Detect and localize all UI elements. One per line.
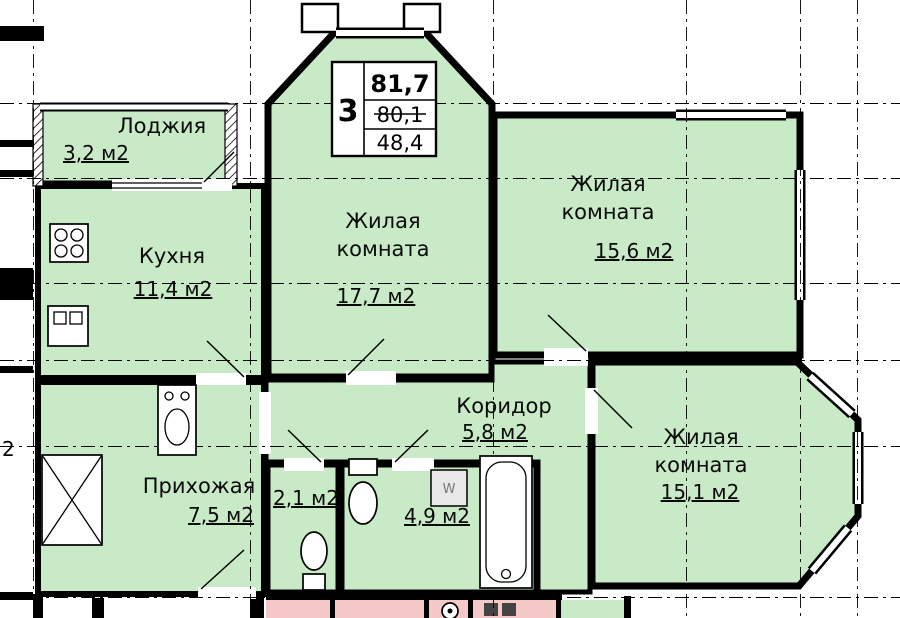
fixtures: W xyxy=(41,223,533,591)
bathtub-icon xyxy=(479,455,533,589)
label-hall-area: 7,5 м2 xyxy=(188,503,254,527)
label-hall-name: Прихожая xyxy=(143,474,255,498)
neighbor-sink-drain-icon xyxy=(447,608,453,614)
toilet-icon xyxy=(300,531,328,591)
hatched-wall xyxy=(224,103,238,187)
label-loggia-area: 3,2 м2 xyxy=(63,141,129,165)
label-living-top-name1: Жилая xyxy=(345,209,420,233)
neighbor-stove-icon xyxy=(484,603,498,616)
label-loggia-name: Лоджия xyxy=(118,114,206,138)
neighbor-room-pink xyxy=(266,600,562,618)
label-living-bottom-area: 15,1 м2 xyxy=(661,480,740,504)
label-bathroom-area: 4,9 м2 xyxy=(404,504,470,528)
stamp-area-living: 48,4 xyxy=(377,131,424,155)
stamp-area-crossed: 80,1 xyxy=(377,103,424,127)
neighbor-stove-icon xyxy=(502,603,516,616)
toilet2-icon xyxy=(348,458,378,525)
washbasin-icon xyxy=(157,384,197,456)
washing-machine-label: W xyxy=(443,482,456,497)
label-left-edge-partial: 2 xyxy=(2,437,15,461)
room-living-right xyxy=(490,111,804,359)
apartment-stamp: 3 81,7 80,1 48,4 xyxy=(330,60,438,158)
closet-icon xyxy=(41,454,103,546)
label-living-top-name2: комната xyxy=(336,237,429,261)
washing-machine-icon: W xyxy=(430,469,468,507)
label-living-right-area: 15,6 м2 xyxy=(595,239,674,263)
label-living-bottom-name2: комната xyxy=(654,453,747,477)
wall-segment xyxy=(592,352,802,364)
neighbor-apartment-bottom xyxy=(33,593,631,618)
kitchen-sink-icon xyxy=(47,305,89,347)
apartment-rooms xyxy=(35,29,862,597)
label-kitchen-area: 11,4 м2 xyxy=(134,277,213,301)
room-wc xyxy=(265,462,341,595)
bay-pier xyxy=(300,2,340,34)
neighbor-room-green xyxy=(562,600,624,618)
label-living-right-name2: комната xyxy=(561,200,654,224)
windows xyxy=(40,27,864,575)
label-kitchen-name: Кухня xyxy=(139,244,205,268)
stove-icon xyxy=(49,223,89,263)
stamp-area-total: 81,7 xyxy=(370,70,429,98)
room-labels: Лоджия 3,2 м2 Кухня 11,4 м2 Жилая комнат… xyxy=(2,114,748,528)
label-corridor-area: 5,8 м2 xyxy=(462,420,528,444)
neighbor-walls-left xyxy=(0,26,44,600)
hatched-wall xyxy=(32,103,44,187)
label-living-top-area: 17,7 м2 xyxy=(337,284,416,308)
label-wc-area: 2,1 м2 xyxy=(273,486,339,510)
label-corridor-name: Коридор xyxy=(456,394,551,418)
balcony-block xyxy=(112,151,235,191)
doors xyxy=(196,314,633,599)
label-living-right-name1: Жилая xyxy=(570,172,645,196)
label-living-bottom-name1: Жилая xyxy=(663,425,738,449)
stamp-rooms-count: 3 xyxy=(338,94,359,129)
